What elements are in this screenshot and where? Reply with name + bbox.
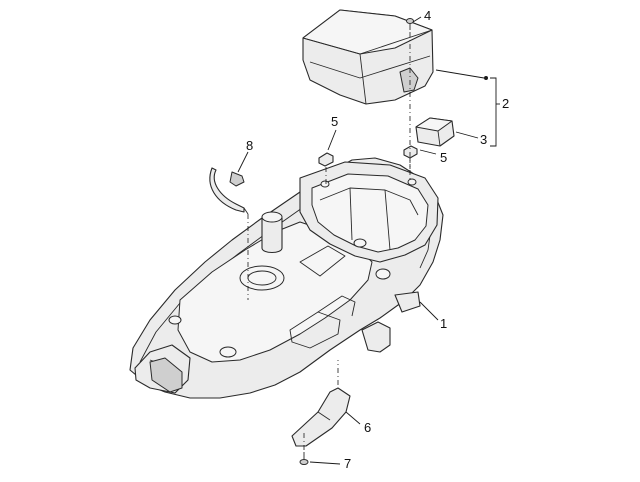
part-1-helmet-compartment — [129, 157, 444, 399]
callout-1: 1 — [440, 316, 447, 331]
callout-7: 7 — [344, 456, 351, 471]
callout-5-upper: 5 — [331, 114, 338, 129]
callout-8: 8 — [246, 138, 253, 153]
part-8-strap — [209, 167, 249, 215]
callout-3: 3 — [480, 132, 487, 147]
part-5-clip-right — [403, 145, 418, 159]
callout-4: 4 — [424, 8, 431, 23]
part-2-box-lid — [302, 9, 434, 105]
callout-5-lower: 5 — [440, 150, 447, 165]
part-3-block — [415, 117, 455, 147]
part-6-bracket — [291, 387, 351, 447]
leader-dot — [484, 76, 488, 80]
part-7-screw — [299, 452, 309, 465]
callouts: 1 2 3 4 5 5 6 7 8 — [246, 8, 509, 471]
part-4-screw — [406, 18, 414, 30]
callout-6: 6 — [364, 420, 371, 435]
assembly-lines — [247, 32, 411, 450]
leader-lines — [237, 16, 500, 465]
part-5-clip-left — [318, 152, 334, 167]
callout-2: 2 — [502, 96, 509, 111]
